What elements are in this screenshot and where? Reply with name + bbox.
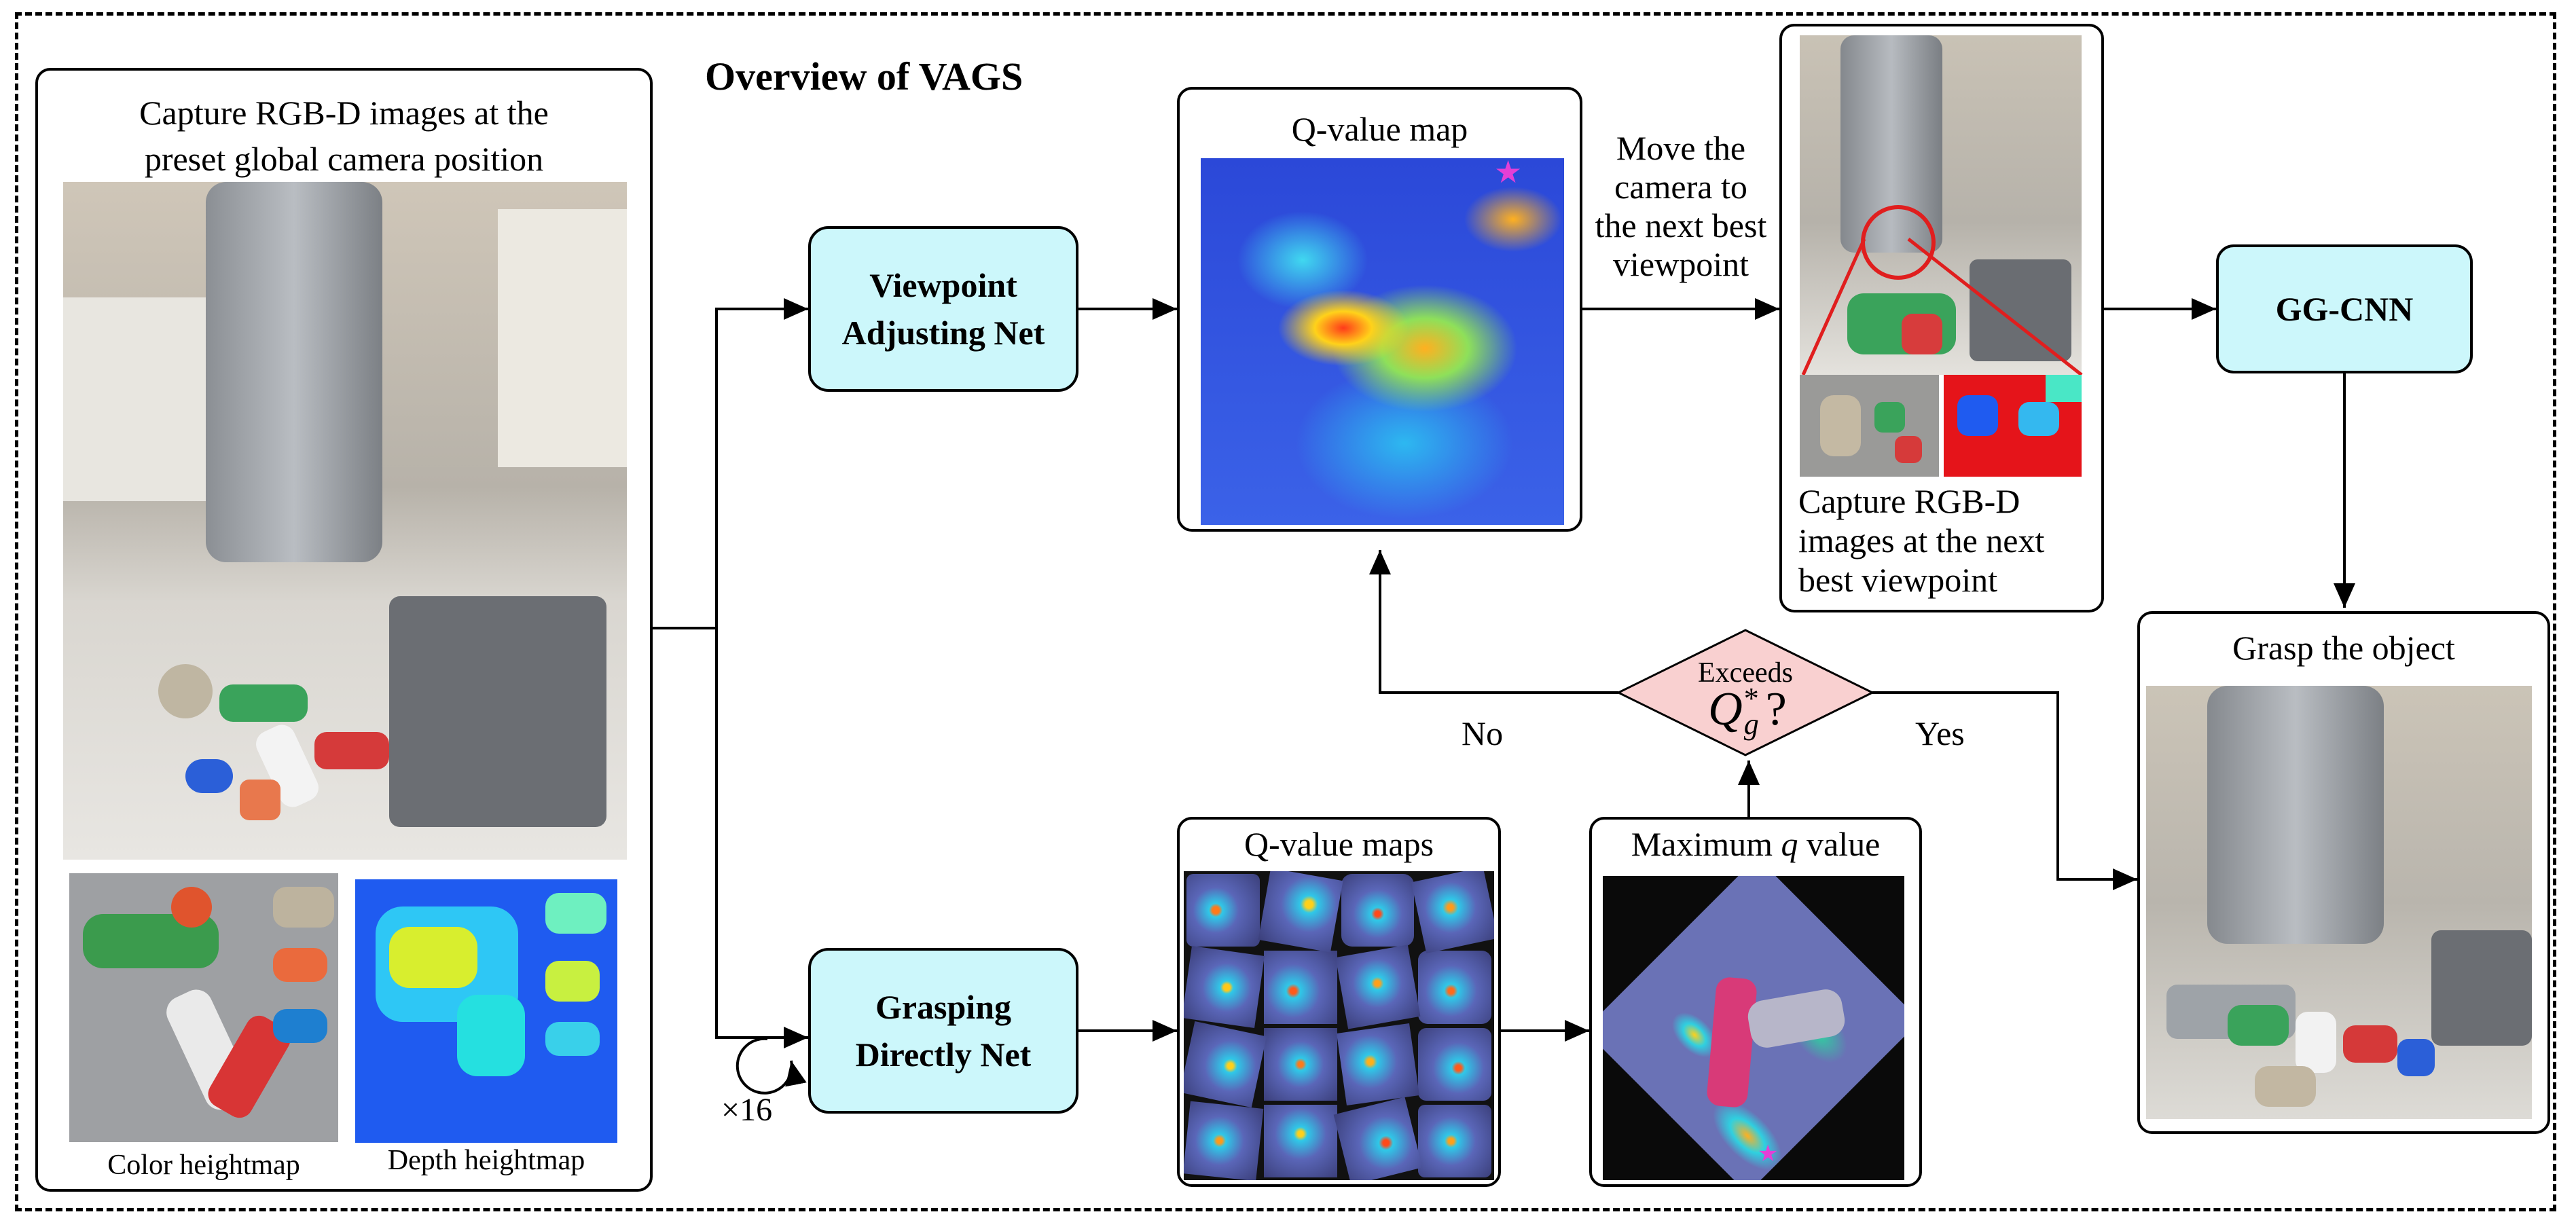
q-symbol: Q <box>1708 683 1743 735</box>
q-superscript: * <box>1743 682 1759 715</box>
bin-shape <box>389 596 606 827</box>
gd-net-line1: Grasping <box>875 988 1012 1026</box>
move-camera-line2: camera to <box>1614 168 1747 206</box>
qvalue-maps-title: Q-value maps <box>1244 825 1434 863</box>
max-q-title: Maximum q value <box>1589 824 1922 864</box>
max-q-star-icon: ★ <box>1758 1141 1779 1167</box>
yes-label: Yes <box>1915 714 1965 752</box>
color-heightmap-label: Color heightmap <box>107 1150 300 1181</box>
max-q-title-prefix: Maximum <box>1631 825 1781 863</box>
qvalue-map-image: ★ <box>1201 158 1564 525</box>
objects-cluster <box>145 644 389 820</box>
decision-exceeds-label: Exceeds <box>1698 657 1793 689</box>
split-line <box>650 298 808 629</box>
decision-diamond <box>1616 629 1875 756</box>
no-label: No <box>1462 714 1504 752</box>
arrow-yes-to-grasp <box>1872 691 2137 890</box>
q-question: ? <box>1765 683 1787 735</box>
cabinet-shape <box>63 297 206 501</box>
qvalue-maps-grid <box>1184 871 1494 1180</box>
side-cabinet-shape <box>498 209 627 467</box>
diagram-title: Overview of VAGS <box>705 54 1023 98</box>
gg-cnn-box: GG-CNN <box>2216 244 2473 373</box>
viewpoint-adjusting-net-box: Viewpoint Adjusting Net <box>808 226 1078 392</box>
outer-dashed-frame <box>15 12 2556 1211</box>
max-q-title-var: q <box>1781 825 1798 863</box>
depth-heightmap-label: Depth heightmap <box>387 1145 585 1176</box>
robot-arm-shape <box>206 182 382 562</box>
split-line-lower <box>715 628 808 1048</box>
qvalue-map-title: Q-value map <box>1291 110 1468 148</box>
loop-icon <box>736 1037 807 1095</box>
next-view-caption-line3: best viewpoint <box>1798 561 1998 599</box>
grasp-object-title: Grasp the object <box>2232 629 2455 667</box>
color-heightmap <box>69 873 338 1142</box>
next-view-caption-line2: images at the next <box>1798 521 2045 560</box>
decision-threshold-symbol: Q*g? <box>1669 682 1826 741</box>
next-view-color-crop <box>1800 375 1939 477</box>
vp-net-line1: Viewpoint <box>869 266 1017 304</box>
next-view-caption-line1: Capture RGB-D <box>1798 482 2020 520</box>
grasp-object-photo <box>2146 686 2532 1119</box>
next-view-depth-crop <box>1944 375 2082 477</box>
gd-net-line2: Directly Net <box>855 1036 1032 1074</box>
grasping-directly-net-box: Grasping Directly Net <box>808 948 1078 1114</box>
scene-photo <box>63 182 627 860</box>
gg-cnn-label: GG-CNN <box>2275 290 2414 328</box>
max-q-image: ★ <box>1603 876 1904 1180</box>
left-caption-line2: preset global camera position <box>144 140 544 178</box>
move-camera-line1: Move the <box>1616 129 1746 167</box>
times16-label: ×16 <box>721 1092 773 1128</box>
max-q-title-suffix: value <box>1798 825 1881 863</box>
vp-net-line2: Adjusting Net <box>841 314 1045 352</box>
q-subscript: g <box>1743 708 1759 741</box>
move-camera-line4: viewpoint <box>1613 245 1749 283</box>
arrow-no-to-qmap <box>1369 550 1618 694</box>
move-camera-line3: the next best <box>1595 206 1767 244</box>
next-viewpoint-photo <box>1800 35 2082 375</box>
left-caption-line1: Capture RGB-D images at the <box>139 94 549 132</box>
depth-heightmap <box>355 879 617 1143</box>
star-marker-icon: ★ <box>1494 158 1523 189</box>
